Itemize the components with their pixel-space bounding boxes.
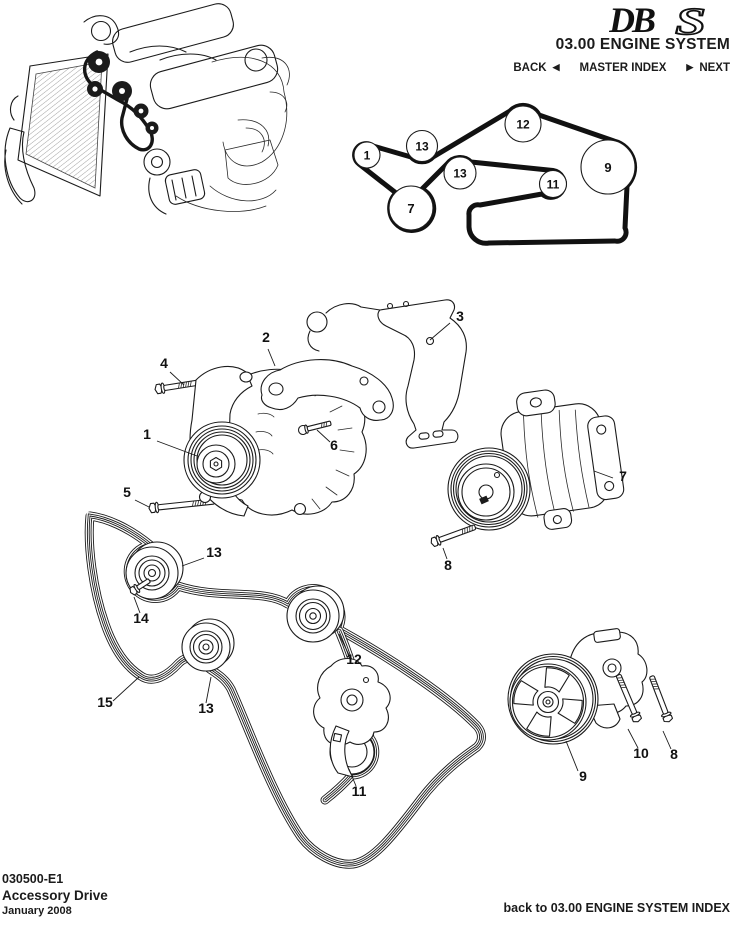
dbs-logo-s: S xyxy=(675,1,706,41)
alternator xyxy=(183,365,367,517)
callout-2: 2 xyxy=(262,329,270,345)
svg-text:13: 13 xyxy=(415,140,429,154)
idler-pulley-upper-13 xyxy=(125,541,184,600)
exploded-diagram: 1 2 3 4 5 6 7 8 13 14 15 13 12 11 9 10 8 xyxy=(89,299,678,864)
document-title: Accessory Drive xyxy=(2,887,108,903)
callout-8: 8 xyxy=(444,557,452,573)
idler-bolt-14 xyxy=(129,578,151,596)
svg-text:12: 12 xyxy=(516,118,530,132)
support-bracket-3 xyxy=(306,299,467,449)
fan-shroud xyxy=(4,127,36,203)
svg-text:7: 7 xyxy=(407,201,414,216)
callout-10: 10 xyxy=(633,745,649,761)
pump-bolt-front-10 xyxy=(615,673,642,723)
svg-text:1: 1 xyxy=(364,149,371,163)
back-to-index-link[interactable]: back to 03.00 ENGINE SYSTEM INDEX xyxy=(503,901,730,915)
callout-15: 15 xyxy=(97,694,113,710)
idler-pulley-right-12 xyxy=(286,585,345,643)
callout-6: 6 xyxy=(330,437,338,453)
callout-5: 5 xyxy=(123,484,131,500)
schematic-node-alternator: 1 xyxy=(353,141,381,169)
nav-back-link[interactable]: BACK xyxy=(513,62,547,74)
svg-text:9: 9 xyxy=(604,160,611,175)
schematic-node-power-steering-pump: 9 xyxy=(580,139,636,195)
callout-13-upper: 13 xyxy=(206,544,222,560)
power-steering-pump-9 xyxy=(507,628,674,745)
svg-text:11: 11 xyxy=(547,178,560,192)
alternator-bracket-2 xyxy=(260,359,394,421)
radiator-core xyxy=(25,61,103,189)
footer-document-info: 030500-E1 Accessory Drive January 2008 xyxy=(2,872,108,918)
schematic-node-ac-compressor: 7 xyxy=(388,185,434,231)
callout-9: 9 xyxy=(579,768,587,784)
alternator-pulley-1 xyxy=(183,421,261,499)
engine-top xyxy=(83,3,279,110)
pump-pulley xyxy=(507,653,599,745)
page-title: 03.00 ENGINE SYSTEM xyxy=(555,36,730,53)
engine-right-side xyxy=(175,56,290,212)
back-arrow-icon[interactable]: ◀ xyxy=(552,61,560,72)
callout-11: 11 xyxy=(352,783,367,799)
schematic-node-tensioner: 11 xyxy=(538,169,568,199)
dbs-logo: DB S xyxy=(609,1,707,41)
schematic-node-idler-mid: 13 xyxy=(443,156,477,190)
compressor-pulley xyxy=(447,447,531,531)
callout-7: 7 xyxy=(619,468,627,484)
compressor-bolt-8 xyxy=(430,524,477,548)
lower-mount-bolt-5 xyxy=(148,498,216,514)
callout-leader-lines xyxy=(112,322,672,787)
schematic-node-idler-right: 12 xyxy=(504,105,542,143)
engine-location-thumbnail xyxy=(4,3,290,215)
callout-1: 1 xyxy=(143,426,151,442)
accessory-belt-highlight xyxy=(82,50,159,152)
callout-3: 3 xyxy=(456,308,464,324)
header-nav: BACK ◀ MASTER INDEX ▶ NEXT xyxy=(513,61,730,75)
schematic-node-idler-upper: 13 xyxy=(405,129,439,163)
ac-compressor-7 xyxy=(430,389,625,548)
belt-tensioner-11 xyxy=(313,657,391,778)
callout-numbers: 1 2 3 4 5 6 7 8 13 14 15 13 12 11 9 10 8 xyxy=(97,308,678,799)
nav-master-index-link[interactable]: MASTER INDEX xyxy=(579,62,667,74)
document-number: 030500-E1 xyxy=(2,872,64,886)
next-arrow-icon[interactable]: ▶ xyxy=(686,61,694,72)
callout-12: 12 xyxy=(346,651,362,667)
belt-routing-schematic: 1 13 12 9 7 13 xyxy=(352,102,638,246)
callout-8-pump: 8 xyxy=(670,746,678,762)
pump-bolt-rear-8 xyxy=(649,675,674,723)
callout-14: 14 xyxy=(133,610,149,626)
callout-13-lower: 13 xyxy=(198,700,214,716)
idler-pulley-lower-13 xyxy=(181,618,235,672)
front-accessories xyxy=(143,148,206,215)
svg-text:13: 13 xyxy=(453,167,467,181)
stud-6 xyxy=(297,420,332,436)
document-date: January 2008 xyxy=(2,904,72,917)
dbs-logo-db: DB xyxy=(609,1,655,40)
nav-next-link[interactable]: NEXT xyxy=(699,62,730,74)
callout-4: 4 xyxy=(160,355,168,371)
